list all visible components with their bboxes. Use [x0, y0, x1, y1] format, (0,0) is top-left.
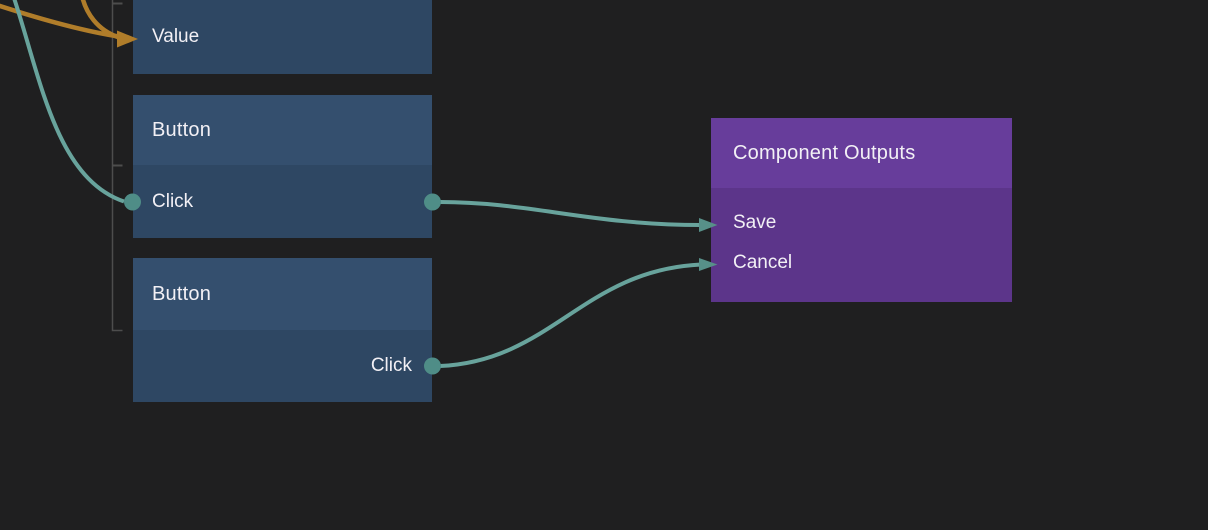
- wire-teal-to-click-port[interactable]: [12, 0, 125, 204]
- node-value[interactable]: Value: [133, 0, 432, 74]
- wire-arrowhead-value-input: [117, 30, 138, 48]
- port-label-cancel: Cancel: [733, 252, 793, 273]
- port-label-value: Value: [152, 26, 200, 47]
- node-component-outputs-body: Save Cancel: [711, 188, 1012, 302]
- output-port-click-2[interactable]: [424, 357, 441, 375]
- port-row-click-2[interactable]: Click: [133, 330, 432, 402]
- port-label-click-2: Click: [370, 355, 412, 376]
- node-button-2-header[interactable]: Button: [133, 258, 432, 330]
- node-component-outputs-title: Component Outputs: [733, 141, 916, 164]
- port-label-click-1: Click: [152, 190, 194, 212]
- port-label-save: Save: [733, 212, 777, 233]
- wire-arrowhead-cancel-input: [699, 258, 718, 271]
- wire-orange-to-value-2[interactable]: [80, 0, 120, 40]
- output-port-click-1[interactable]: [424, 193, 441, 211]
- port-row-value[interactable]: Value: [133, 0, 432, 74]
- node-button-1[interactable]: Button Click: [133, 95, 432, 238]
- node-button-1-body: Click: [133, 165, 432, 238]
- node-button-2-body: Click: [133, 330, 432, 402]
- node-button-2-title: Button: [152, 282, 212, 305]
- wire-arrowhead-save-input: [699, 218, 718, 232]
- port-row-cancel[interactable]: Cancel: [711, 243, 1012, 283]
- hierarchy-line: [111, 0, 123, 332]
- node-button-2[interactable]: Button Click: [133, 258, 432, 402]
- wire-click1-to-save[interactable]: [439, 200, 702, 227]
- port-row-save[interactable]: Save: [711, 203, 1012, 243]
- port-row-click-1[interactable]: Click: [133, 165, 432, 238]
- node-component-outputs-header[interactable]: Component Outputs: [711, 118, 1012, 188]
- node-button-1-title: Button: [152, 118, 212, 141]
- node-component-outputs[interactable]: Component Outputs Save Cancel: [711, 118, 1012, 302]
- wire-click2-to-cancel[interactable]: [439, 262, 702, 368]
- input-port-click-1[interactable]: [124, 193, 141, 211]
- node-button-1-header[interactable]: Button: [133, 95, 432, 165]
